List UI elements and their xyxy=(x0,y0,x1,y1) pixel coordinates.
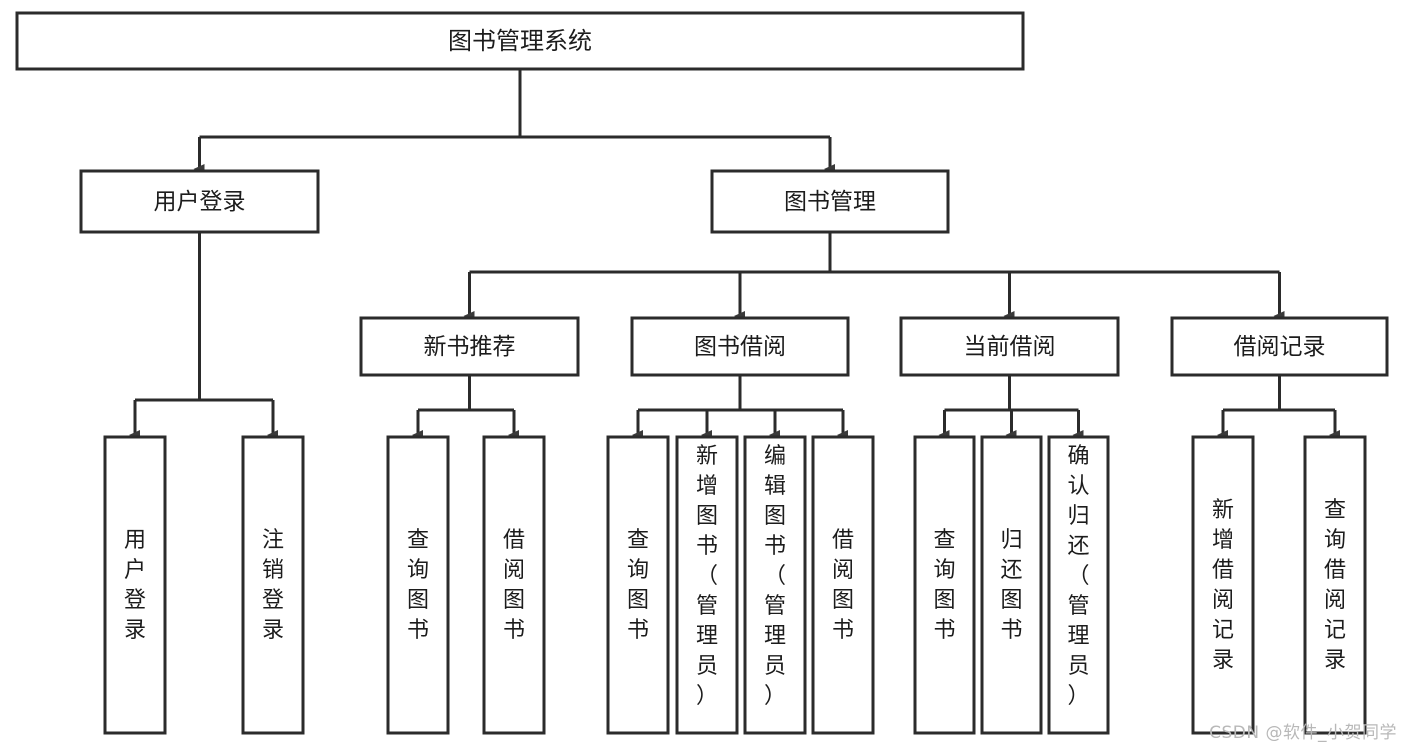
node-level2-0-box xyxy=(359,316,580,377)
node-leaf-6[interactable]: 编辑图书（管理员） xyxy=(743,435,807,735)
node-leaf-0-label: 用户登录 xyxy=(124,528,146,643)
node-leaf-12-label: 查询借阅记录 xyxy=(1324,498,1346,673)
node-leaf-2-label: 查询图书 xyxy=(407,528,429,643)
node-leaf-8-box xyxy=(913,435,976,735)
node-leaf-11-label: 新增借阅记录 xyxy=(1212,498,1234,673)
node-leaf-10-label: 确认归还（管理员） xyxy=(1067,444,1089,709)
node-level2-2-box xyxy=(899,316,1120,377)
node-level2-0[interactable]: 新书推荐 xyxy=(359,316,580,377)
node-leaf-1-label: 注销登录 xyxy=(262,528,284,643)
node-leaf-9-box xyxy=(980,435,1043,735)
node-leaf-12-box xyxy=(1303,435,1367,735)
node-level2-3[interactable]: 借阅记录 xyxy=(1170,316,1389,377)
node-leaf-7[interactable]: 借阅图书 xyxy=(811,435,875,735)
node-root-label: 图书管理系统 xyxy=(448,27,592,55)
node-level2-1-label: 图书借阅 xyxy=(694,334,786,360)
node-leaf-5-label: 新增图书（管理员） xyxy=(696,444,718,709)
node-level1-1[interactable]: 图书管理 xyxy=(710,169,950,234)
node-level2-1-box xyxy=(630,316,850,377)
node-root-box xyxy=(15,11,1025,71)
node-level2-2[interactable]: 当前借阅 xyxy=(899,316,1120,377)
node-level2-3-label: 借阅记录 xyxy=(1234,334,1326,360)
node-leaf-11-box xyxy=(1191,435,1255,735)
node-leaf-8[interactable]: 查询图书 xyxy=(913,435,976,735)
node-leaf-4[interactable]: 查询图书 xyxy=(606,435,670,735)
node-level2-1[interactable]: 图书借阅 xyxy=(630,316,850,377)
node-leaf-7-label: 借阅图书 xyxy=(832,528,854,643)
csdn-watermark: CSDN @软件_小贺同学 xyxy=(1209,723,1397,743)
node-level2-2-label: 当前借阅 xyxy=(964,334,1056,360)
node-level2-0-label: 新书推荐 xyxy=(424,334,516,360)
node-leaf-1-box xyxy=(241,435,305,735)
node-level1-1-box xyxy=(710,169,950,234)
node-leaf-2-box xyxy=(386,435,450,735)
node-layer: 图书管理系统用户登录图书管理新书推荐图书借阅当前借阅借阅记录用户登录注销登录查询… xyxy=(15,11,1389,735)
node-leaf-1[interactable]: 注销登录 xyxy=(241,435,305,735)
node-level1-0-label: 用户登录 xyxy=(154,189,246,215)
node-leaf-8-label: 查询图书 xyxy=(933,528,955,643)
node-level2-3-box xyxy=(1170,316,1389,377)
node-leaf-10-box xyxy=(1047,435,1110,735)
node-leaf-5-box xyxy=(675,435,739,735)
node-leaf-4-label: 查询图书 xyxy=(627,528,649,643)
node-level1-1-label: 图书管理 xyxy=(784,189,876,215)
node-leaf-12[interactable]: 查询借阅记录 xyxy=(1303,435,1367,735)
node-leaf-11[interactable]: 新增借阅记录 xyxy=(1191,435,1255,735)
node-leaf-3[interactable]: 借阅图书 xyxy=(482,435,546,735)
node-leaf-3-label: 借阅图书 xyxy=(503,528,525,643)
node-leaf-6-label: 编辑图书（管理员） xyxy=(764,444,786,709)
node-leaf-10[interactable]: 确认归还（管理员） xyxy=(1047,435,1110,735)
node-leaf-9-label: 归还图书 xyxy=(1000,528,1022,643)
node-leaf-7-box xyxy=(811,435,875,735)
node-leaf-0-box xyxy=(103,435,167,735)
node-leaf-6-box xyxy=(743,435,807,735)
node-leaf-0[interactable]: 用户登录 xyxy=(103,435,167,735)
node-level1-0[interactable]: 用户登录 xyxy=(79,169,320,234)
node-leaf-9[interactable]: 归还图书 xyxy=(980,435,1043,735)
node-level1-0-box xyxy=(79,169,320,234)
node-leaf-5[interactable]: 新增图书（管理员） xyxy=(675,435,739,735)
node-leaf-2[interactable]: 查询图书 xyxy=(386,435,450,735)
connector-layer xyxy=(129,69,1340,440)
node-root[interactable]: 图书管理系统 xyxy=(15,11,1025,71)
node-leaf-3-box xyxy=(482,435,546,735)
node-leaf-4-box xyxy=(606,435,670,735)
